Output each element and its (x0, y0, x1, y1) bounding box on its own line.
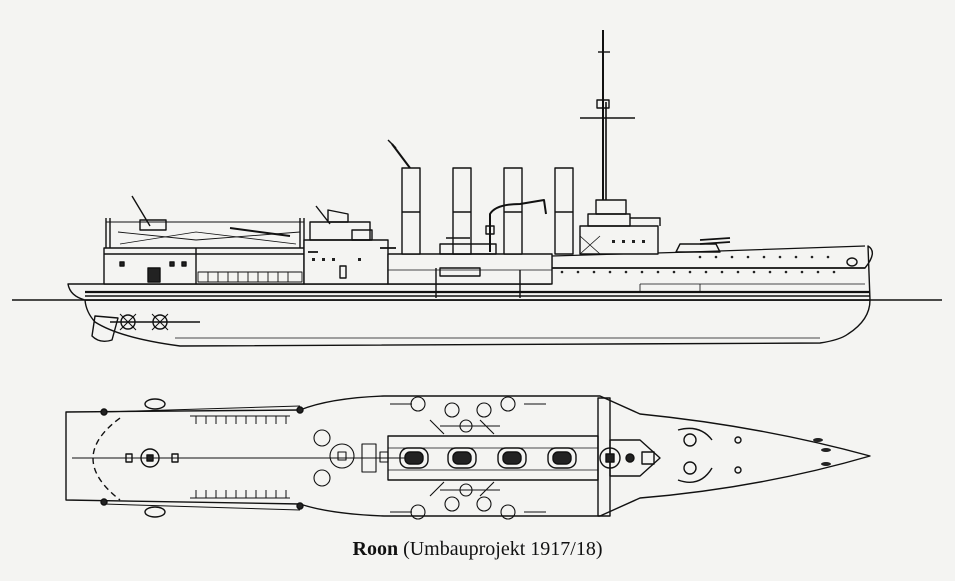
ship-side-elevation (12, 30, 942, 347)
funnel-3 (503, 167, 523, 255)
hangar-rails (103, 405, 301, 511)
bridge (579, 225, 659, 255)
funnels (401, 167, 574, 255)
ship-name: Roon (352, 538, 399, 560)
hull-lower (84, 299, 871, 347)
aft-turret (140, 448, 160, 468)
funnels-plan (399, 447, 577, 469)
hull-upper (67, 245, 873, 301)
funnel-4 (554, 167, 574, 255)
rudder (91, 315, 119, 343)
caption-subtitle: (Umbauprojekt 1917/18) (403, 538, 603, 560)
fore-turrets-plan (677, 427, 742, 483)
funnel-2 (452, 167, 472, 255)
ship-deck-plan (65, 395, 871, 520)
portholes-forward (560, 255, 836, 274)
boat-crane (489, 199, 547, 252)
hawse-pipe (846, 257, 858, 267)
funnel-1 (401, 167, 421, 255)
figure-caption: Roon (Umbauprojekt 1917/18) (0, 538, 955, 561)
